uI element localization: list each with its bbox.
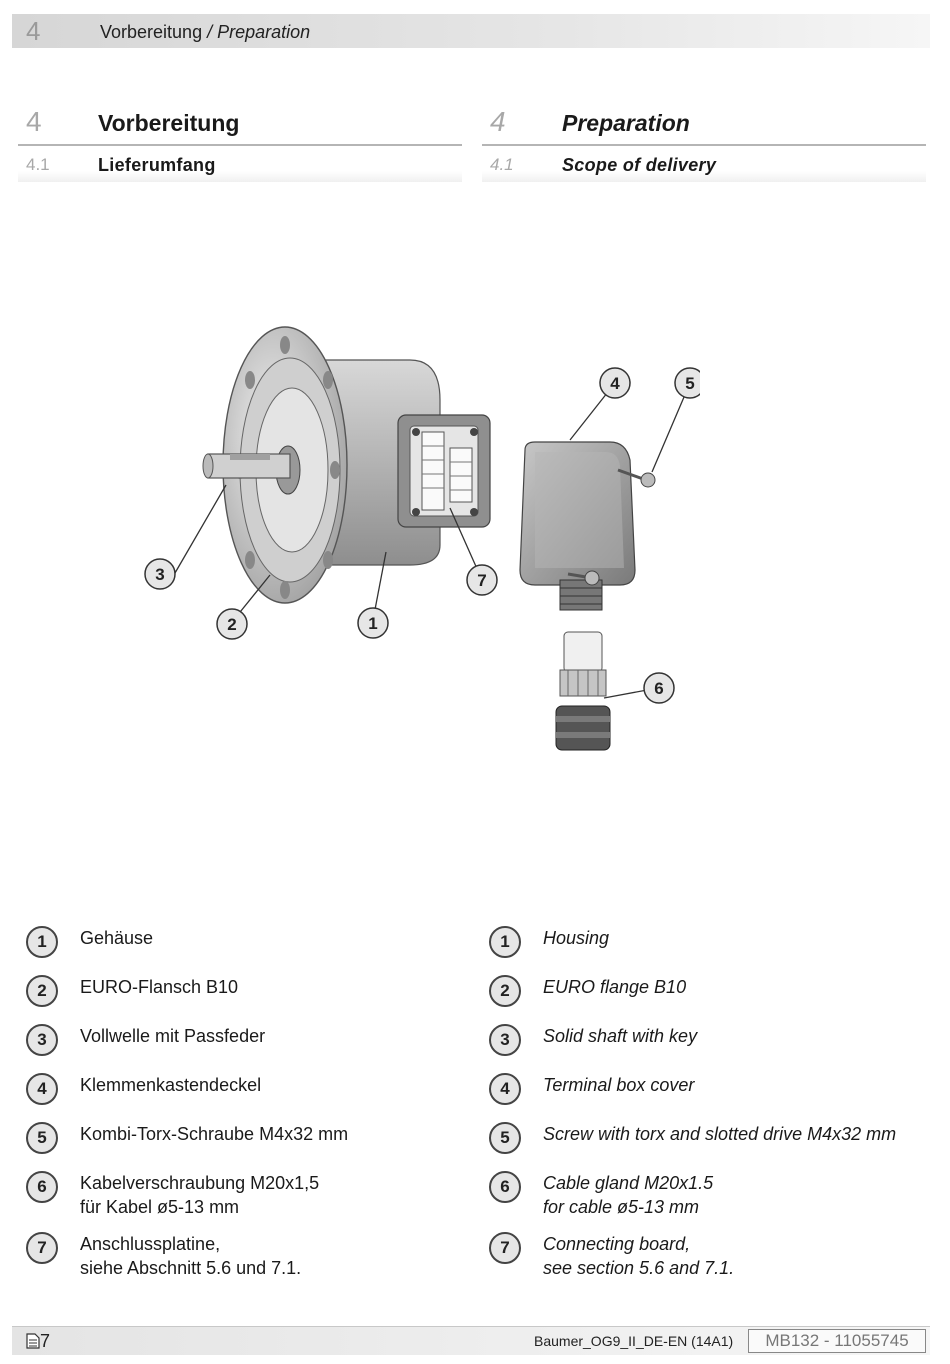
section-title-de: Lieferumfang [98, 155, 216, 176]
item-number-badge: 5 [489, 1122, 521, 1154]
shaft-shape [203, 454, 290, 478]
chapter-number-en: 4 [490, 106, 506, 138]
item-text: Klemmenkastendeckel [80, 1073, 261, 1097]
callout-7: 7 [467, 565, 497, 595]
svg-text:3: 3 [155, 565, 164, 584]
item-number-badge: 1 [489, 926, 521, 958]
item-text: Screw with torx and slotted drive M4x32 … [543, 1122, 896, 1146]
item-text: EURO flange B10 [543, 975, 686, 999]
list-item: 3 Solid shaft with key [489, 1024, 929, 1064]
item-number-badge: 3 [26, 1024, 58, 1056]
item-number-badge: 2 [26, 975, 58, 1007]
item-number-badge: 7 [489, 1232, 521, 1264]
svg-text:1: 1 [368, 614, 377, 633]
section-heading-de: 4.1 Lieferumfang [18, 146, 462, 182]
item-number-badge: 4 [489, 1073, 521, 1105]
item-text: Solid shaft with key [543, 1024, 697, 1048]
item-number-badge: 7 [26, 1232, 58, 1264]
svg-text:5: 5 [685, 374, 694, 393]
header-title-sep: / [202, 22, 217, 42]
item-number-badge: 6 [489, 1171, 521, 1203]
document-code: MB132 - 11055745 [748, 1329, 926, 1353]
item-text: Kabelverschraubung M20x1,5 für Kabel ø5-… [80, 1171, 319, 1219]
list-item: 4 Klemmenkastendeckel [26, 1073, 466, 1113]
item-text: Vollwelle mit Passfeder [80, 1024, 265, 1048]
svg-text:2: 2 [227, 615, 236, 634]
header-title-en: Preparation [217, 22, 310, 42]
item-number-badge: 4 [26, 1073, 58, 1105]
section-heading-en: 4.1 Scope of delivery [482, 146, 926, 182]
page-number-value: 7 [40, 1331, 50, 1351]
list-item: 7 Connecting board, see section 5.6 and … [489, 1232, 929, 1284]
item-number-badge: 1 [26, 926, 58, 958]
chapter-heading-de: 4 Vorbereitung [18, 110, 462, 146]
encoder-figure: 1 2 3 4 5 6 7 [140, 320, 700, 760]
svg-text:4: 4 [610, 374, 620, 393]
cable-gland-shape [556, 632, 610, 750]
list-item: 2 EURO flange B10 [489, 975, 929, 1015]
chapter-title-de: Vorbereitung [98, 110, 239, 137]
callout-4: 4 [600, 368, 630, 398]
callout-3: 3 [145, 559, 175, 589]
list-item: 1 Housing [489, 926, 929, 966]
item-text: EURO-Flansch B10 [80, 975, 238, 999]
list-item: 4 Terminal box cover [489, 1073, 929, 1113]
list-item: 5 Kombi-Torx-Schraube M4x32 mm [26, 1122, 466, 1162]
item-number-badge: 6 [26, 1171, 58, 1203]
terminal-cover-shape [520, 442, 635, 610]
chapter-title-en: Preparation [562, 110, 690, 137]
heading-de: 4 Vorbereitung 4.1 Lieferumfang [18, 110, 462, 182]
item-text: Connecting board, see section 5.6 and 7.… [543, 1232, 734, 1280]
list-item: 3 Vollwelle mit Passfeder [26, 1024, 466, 1064]
list-item: 6 Kabelverschraubung M20x1,5 für Kabel ø… [26, 1171, 466, 1223]
item-text: Cable gland M20x1.5 for cable ø5-13 mm [543, 1171, 713, 1219]
item-text: Gehäuse [80, 926, 153, 950]
callout-6: 6 [644, 673, 674, 703]
item-text: Terminal box cover [543, 1073, 694, 1097]
item-number-badge: 5 [26, 1122, 58, 1154]
chapter-heading-en: 4 Preparation [482, 110, 926, 146]
item-text: Anschlussplatine, siehe Abschnitt 5.6 un… [80, 1232, 301, 1280]
list-item: 1 Gehäuse [26, 926, 466, 966]
section-title-en: Scope of delivery [562, 155, 716, 176]
callout-5: 5 [675, 368, 700, 398]
document-icon [26, 1333, 40, 1349]
list-item: 2 EURO-Flansch B10 [26, 975, 466, 1015]
callout-1: 1 [358, 608, 388, 638]
svg-text:7: 7 [477, 571, 486, 590]
header-title: Vorbereitung / Preparation [100, 22, 310, 43]
chapter-number-de: 4 [26, 106, 42, 138]
item-number-badge: 3 [489, 1024, 521, 1056]
callout-2: 2 [217, 609, 247, 639]
page-header-bar: 4 Vorbereitung / Preparation [12, 14, 930, 48]
svg-text:6: 6 [654, 679, 663, 698]
page-number: 7 [26, 1331, 50, 1352]
list-item: 7 Anschlussplatine, siehe Abschnitt 5.6 … [26, 1232, 466, 1284]
section-number-de: 4.1 [26, 155, 50, 175]
item-text: Housing [543, 926, 609, 950]
header-chapter-number: 4 [26, 16, 40, 47]
list-item: 5 Screw with torx and slotted drive M4x3… [489, 1122, 929, 1162]
item-text: Kombi-Torx-Schraube M4x32 mm [80, 1122, 348, 1146]
document-name: Baumer_OG9_II_DE-EN (14A1) [534, 1333, 733, 1349]
page-footer: 7 Baumer_OG9_II_DE-EN (14A1) MB132 - 110… [12, 1326, 930, 1355]
header-title-de: Vorbereitung [100, 22, 202, 42]
list-item: 6 Cable gland M20x1.5 for cable ø5-13 mm [489, 1171, 929, 1223]
item-number-badge: 2 [489, 975, 521, 1007]
heading-en: 4 Preparation 4.1 Scope of delivery [482, 110, 926, 182]
section-number-en: 4.1 [490, 155, 514, 175]
